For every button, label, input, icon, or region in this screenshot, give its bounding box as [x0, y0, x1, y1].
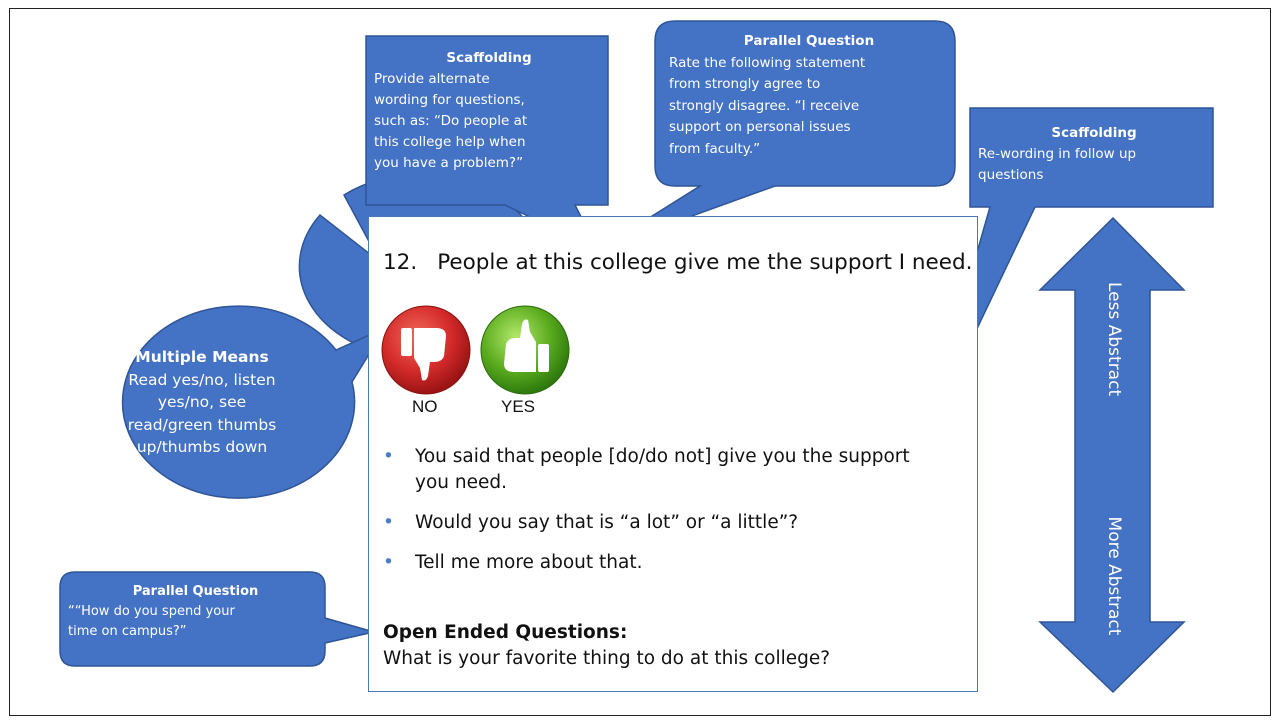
- multiple-means-top-text: Multiple Means Point, gesture, speak, or…: [100, 105, 328, 193]
- scaffolding-top-title: Scaffolding: [446, 50, 532, 66]
- multiple-means-mid-title: Multiple Means: [135, 348, 269, 366]
- list-item: • You said that people [do/do not] give …: [383, 444, 973, 496]
- less-abstract-label: Less Abstract: [1104, 282, 1124, 397]
- multiple-means-mid-text: Multiple Means Read yes/no, listen yes/n…: [82, 346, 322, 459]
- followup-line: Would you say that is “a lot” or “a litt…: [415, 512, 799, 533]
- parallel-question-bottom-title: Parallel Question: [132, 584, 259, 599]
- scaffolding-right-text: Scaffolding Re-wording in follow up ques…: [978, 123, 1210, 186]
- bullet-icon: •: [383, 512, 394, 533]
- followup-line: you need.: [415, 472, 507, 493]
- parallel-question-bottom-callout: [59, 571, 375, 667]
- multiple-means-mid-callout: [121, 305, 387, 499]
- no-label: NO: [412, 397, 438, 416]
- parallel-question-bottom-line: time on campus?”: [68, 624, 187, 639]
- open-ended-text: What is your favorite thing to do at thi…: [383, 648, 831, 669]
- bullet-icon: •: [383, 552, 394, 573]
- parallel-question-top-line: support on personal issues: [669, 119, 851, 135]
- scaffolding-right-title: Scaffolding: [1051, 125, 1137, 141]
- multiple-means-mid-line: Read yes/no, listen: [128, 370, 276, 389]
- list-item: • Would you say that is “a lot” or “a li…: [383, 510, 973, 536]
- scaffolding-top-line: such as: “Do people at: [374, 113, 528, 129]
- thumbs-down-icon: [401, 328, 446, 381]
- parallel-question-bottom-text: Parallel Question ““How do you spend you…: [68, 582, 323, 642]
- multiple-means-top-title: Multiple Means: [142, 106, 286, 125]
- parallel-question-bottom-line: ““How do you spend your: [68, 604, 235, 619]
- followup-line: You said that people [do/do not] give yo…: [415, 446, 910, 467]
- question-text: People at this college give me the suppo…: [437, 250, 973, 275]
- parallel-question-top-line: Rate the following statement: [669, 54, 866, 71]
- thumbs-down-button[interactable]: [381, 305, 471, 395]
- more-abstract-label: More Abstract: [1104, 516, 1124, 636]
- scaffolding-top-line: Provide alternate: [374, 71, 490, 87]
- abstraction-double-arrow: [1038, 216, 1186, 694]
- bullet-icon: •: [383, 446, 394, 467]
- multiple-means-top-line: Point, gesture,: [154, 128, 274, 147]
- followup-line: Tell me more about that.: [415, 552, 643, 573]
- scaffolding-right-callout: [921, 107, 1214, 445]
- scaffolding-top-line: you have a problem?”: [374, 155, 524, 171]
- list-item: • Tell me more about that.: [383, 550, 973, 576]
- scaffolding-top-line: wording for questions,: [374, 92, 525, 108]
- scaffolding-top-line: this college help when: [374, 134, 526, 150]
- question-line: 12. People at this college give me the su…: [383, 250, 972, 275]
- parallel-question-top-line: strongly disagree. “I receive: [669, 97, 860, 114]
- followup-list: • You said that people [do/do not] give …: [383, 444, 973, 590]
- yes-label: YES: [501, 397, 536, 416]
- multiple-means-mid-line: up/thumbs down: [136, 438, 268, 456]
- scaffolding-top-text: Scaffolding Provide alternate wording fo…: [374, 48, 604, 174]
- multiple-means-mid-line: yes/no, see: [157, 393, 247, 411]
- multiple-means-top-line: speak, or gaze to: [142, 150, 286, 169]
- multiple-means-mid-line: read/green thumbs: [127, 415, 277, 434]
- parallel-question-top-line: from strongly agree to: [669, 76, 821, 92]
- multiple-means-top-line: indicate response: [140, 172, 288, 191]
- scaffolding-right-line: questions: [978, 167, 1044, 183]
- scaffolding-right-line: Re-wording in follow up: [978, 146, 1137, 162]
- open-ended-heading: Open Ended Questions:: [383, 622, 628, 643]
- diagram-frame: [9, 8, 1271, 716]
- thumbs-up-button[interactable]: [480, 305, 570, 395]
- parallel-question-top-line: from faculty.”: [669, 140, 761, 157]
- thumbs-up-icon: [504, 319, 549, 372]
- question-number: 12.: [383, 250, 418, 275]
- parallel-question-top-text: Parallel Question Rate the following sta…: [669, 31, 949, 160]
- open-ended-section: Open Ended Questions: What is your favor…: [383, 620, 830, 672]
- parallel-question-top-title: Parallel Question: [743, 33, 875, 49]
- question-panel: [368, 216, 978, 692]
- answer-buttons: [381, 305, 570, 395]
